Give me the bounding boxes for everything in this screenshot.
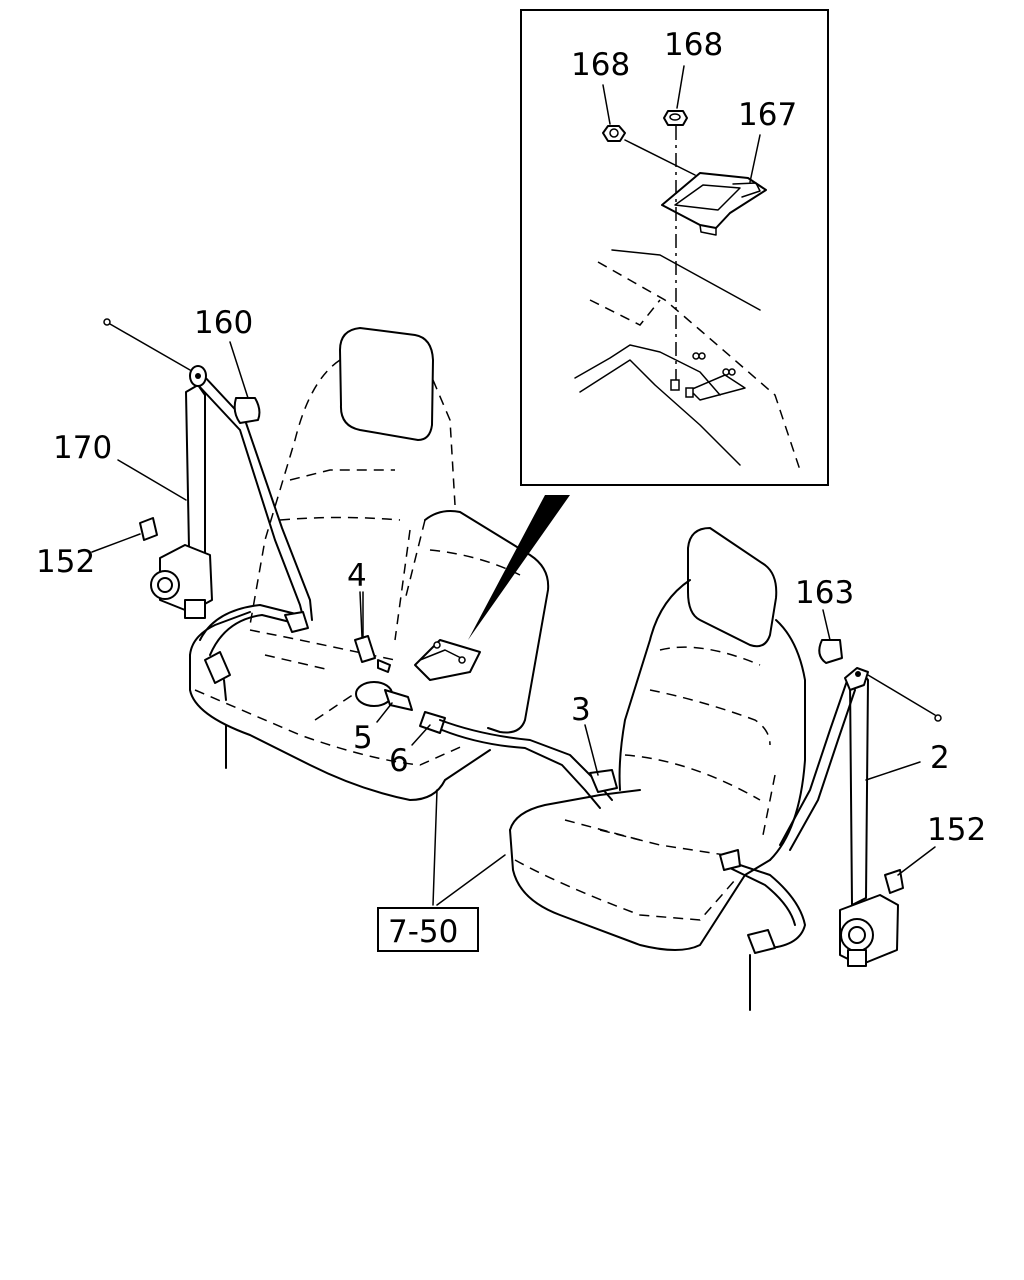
callout-167: 167 — [738, 97, 797, 133]
right-retractor — [839, 894, 899, 967]
right-seat — [509, 527, 806, 1011]
flange-nut-top — [663, 110, 688, 126]
left-retractor — [150, 544, 213, 619]
callout-3: 3 — [571, 692, 591, 728]
callout-160: 160 — [194, 305, 253, 341]
callout-6: 6 — [389, 743, 409, 779]
callout-168-top: 168 — [664, 27, 723, 63]
callout-152-right: 152 — [927, 812, 986, 848]
detail-pointer — [468, 495, 570, 640]
reference-label: 7-50 — [388, 914, 458, 950]
reference-box: 7-50 — [377, 907, 479, 952]
detail-inset — [520, 9, 829, 486]
callout-170: 170 — [53, 430, 112, 466]
right-shoulder-belt — [719, 639, 942, 967]
center-buckles — [354, 591, 618, 809]
callout-163: 163 — [795, 575, 854, 611]
callout-152-left: 152 — [36, 544, 95, 580]
callout-5: 5 — [353, 720, 373, 756]
callout-4: 4 — [347, 558, 367, 594]
flange-nut-left — [602, 125, 626, 142]
callout-168-left: 168 — [571, 47, 630, 83]
anchor-bracket — [661, 172, 767, 236]
leader-lines — [91, 341, 936, 906]
left-shoulder-belt — [103, 318, 313, 701]
callout-2: 2 — [930, 740, 950, 776]
